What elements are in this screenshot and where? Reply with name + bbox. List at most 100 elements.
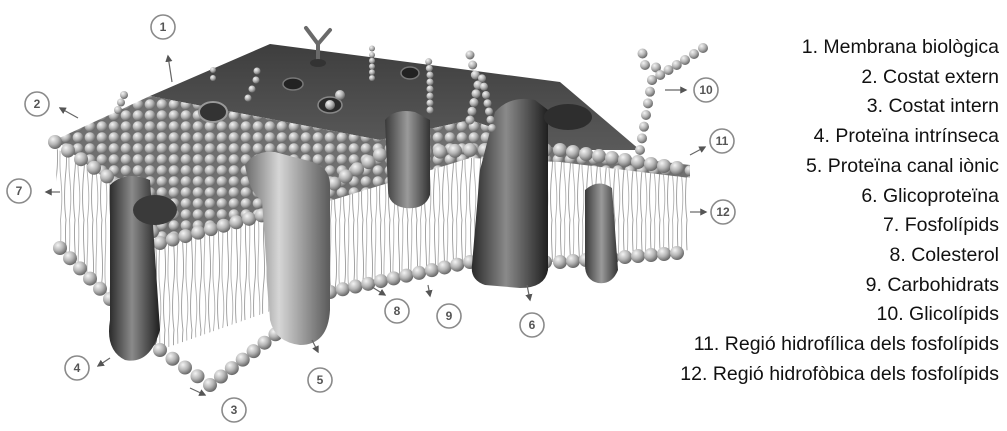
protein-pore-2 [283, 78, 303, 90]
carbohydrate-bead [427, 79, 434, 86]
carbohydrate-bead [369, 52, 375, 58]
callout-8: 8 [385, 299, 409, 323]
phospholipid-head [166, 233, 180, 247]
callout-number: 6 [529, 318, 536, 332]
intrinsic-protein-knob [133, 195, 177, 225]
carbohydrate-bead [426, 65, 433, 72]
phospholipid-head [618, 153, 632, 167]
callout-1: 1 [151, 15, 175, 39]
carbohydrate-bead [484, 99, 492, 107]
phospholipid-head [605, 151, 619, 165]
carbohydrate-bead [635, 145, 645, 155]
phospholipid-head [87, 161, 101, 175]
legend-item-3: 3. Costat intern [680, 92, 999, 122]
carbohydrate-bead [488, 124, 496, 132]
phospholipid-head [100, 169, 114, 183]
carbohydrate-bead [325, 100, 335, 110]
carbohydrate-bead [335, 90, 345, 100]
carbohydrate-bead [427, 107, 434, 114]
phospholipid-head [191, 226, 205, 240]
carbohydrate-bead [369, 58, 375, 64]
phospholipid-head [553, 255, 567, 269]
carbohydrate-bead [478, 74, 486, 82]
carbohydrate-bead [468, 61, 477, 70]
phospholipid-head [336, 282, 350, 296]
phospholipid-head [631, 155, 645, 169]
phospholipid-head [217, 219, 231, 233]
phospholipid-head [433, 145, 447, 159]
carbohydrate-bead [645, 87, 655, 97]
phospholipid-head [153, 236, 167, 250]
carbohydrate-bead [482, 91, 490, 99]
phospholipid-head [631, 249, 645, 263]
legend-item-6: 6. Glicoproteïna [680, 182, 999, 212]
legend-item-10: 10. Glicolípids [680, 300, 999, 330]
y-glycan-base [310, 59, 326, 67]
callout-6: 6 [520, 313, 544, 337]
carbohydrate-bead [117, 99, 125, 107]
phospholipid-head [242, 212, 256, 226]
carbohydrate-bead [427, 100, 434, 107]
legend-item-1: 1. Membrana biològica [680, 33, 999, 63]
phospholipid-head [579, 147, 593, 161]
carbohydrate-bead [485, 108, 493, 116]
phospholipid-head [48, 135, 62, 149]
legend-item-11: 11. Regió hidrofílica dels fosfolípids [680, 330, 999, 360]
carbohydrate-bead [427, 86, 434, 93]
legend-item-5: 5. Proteïna canal iònic [680, 152, 999, 182]
carbohydrate-bead [468, 107, 477, 116]
carbohydrate-bead [640, 60, 650, 70]
phospholipid-head [463, 143, 477, 157]
phospholipid-head [53, 241, 67, 255]
carbohydrate-bead [369, 64, 375, 70]
carbohydrate-bead [369, 46, 375, 52]
callout-number: 7 [16, 184, 23, 198]
legend-item-12: 12. Regió hidrofòbica dels fosfolípids [680, 360, 999, 390]
phospholipid-head [83, 272, 97, 286]
phospholipid-head [153, 343, 167, 357]
phospholipid-head [229, 215, 243, 229]
callout-5: 5 [308, 368, 332, 392]
callout-number: 4 [74, 361, 81, 375]
phospholipid-head [644, 248, 658, 262]
legend-item-2: 2. Costat extern [680, 63, 999, 93]
phospholipid-head [373, 148, 387, 162]
phospholipid-head [61, 144, 75, 158]
phospholipid-head [348, 280, 362, 294]
phospholipid-head [425, 263, 439, 277]
phospholipid-head [73, 261, 87, 275]
carbohydrate-bead [254, 68, 261, 75]
carbohydrate-bead [466, 116, 475, 125]
carbohydrate-bead [639, 122, 649, 132]
legend-item-8: 8. Colesterol [680, 241, 999, 271]
carbohydrate-bead [427, 93, 434, 100]
callout-4: 4 [65, 356, 89, 380]
phospholipid-head [191, 369, 205, 383]
phospholipid-head [63, 251, 77, 265]
phospholipid-head [178, 361, 192, 375]
callout-7: 7 [7, 179, 31, 203]
callout-number: 3 [231, 403, 238, 417]
glycoprotein-branch-top [638, 49, 651, 71]
phospholipid-head [450, 258, 464, 272]
carbohydrate-bead [249, 86, 256, 93]
carbohydrate-bead [487, 116, 495, 124]
carbohydrate-bead [480, 83, 488, 91]
phospholipid-head [448, 144, 462, 158]
carbohydrate-bead [210, 67, 216, 73]
carbohydrate-bead [637, 133, 647, 143]
carbohydrate-bead [638, 49, 648, 59]
protein-center [385, 111, 430, 208]
phospholipid-head [438, 260, 452, 274]
phospholipid-head [93, 282, 107, 296]
carbohydrate-bead [472, 89, 481, 98]
carbohydrate-bead [466, 51, 475, 60]
legend: 1. Membrana biològica 2. Costat extern 3… [680, 33, 999, 389]
carbohydrate-bead [369, 75, 375, 81]
carbohydrate-bead [245, 95, 252, 102]
carbohydrate-bead [643, 98, 653, 108]
phospholipid-head [553, 143, 567, 157]
carbohydrate-bead [427, 72, 434, 79]
carbohydrate-bead [470, 98, 479, 107]
phospholipid-head [166, 352, 180, 366]
